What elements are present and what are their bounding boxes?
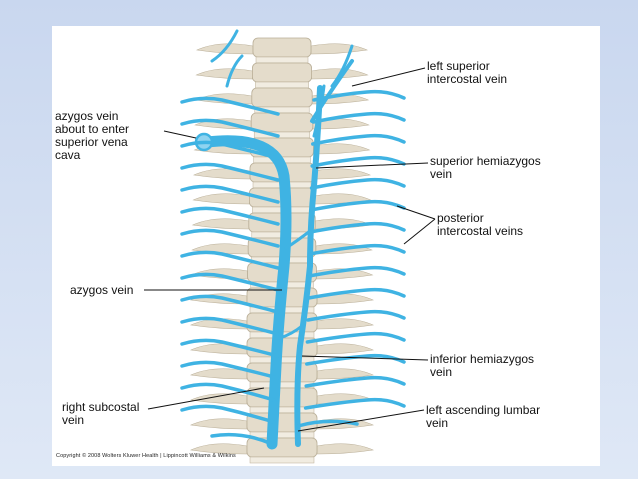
posterior-intercostal-vein-left bbox=[304, 375, 406, 388]
leader-posterior-intercostal-1 bbox=[396, 205, 436, 220]
label-left-ascending-lumbar-vein: left ascending lumbar vein bbox=[426, 403, 541, 430]
vertebra-body bbox=[251, 87, 313, 108]
posterior-intercostal-vein-right bbox=[180, 228, 280, 248]
posterior-intercostal-vein-right bbox=[180, 294, 280, 314]
transverse-process-left bbox=[189, 418, 248, 430]
label-right-subcostal-vein: right subcostal vein bbox=[62, 400, 140, 427]
label-superior-hemiazygos-vein: superior hemiazygos vein bbox=[430, 154, 541, 181]
hemiazygos-azygos-connection bbox=[284, 229, 312, 250]
leader-left-ascending-lumbar bbox=[297, 409, 425, 432]
upper-left-tributary-2 bbox=[225, 54, 244, 88]
hemiazygos-upper-tributary bbox=[312, 84, 326, 138]
vertebral-column bbox=[189, 37, 375, 464]
posterior-intercostal-vein-left bbox=[312, 89, 406, 102]
label-leader-lines bbox=[144, 67, 436, 432]
posterior-intercostal-vein-right bbox=[180, 404, 276, 424]
transverse-process-right bbox=[313, 143, 371, 155]
label-azygos-enter-svc: azygos vein about to enter superior vena… bbox=[55, 109, 130, 162]
leader-azygos-enter-svc bbox=[163, 130, 197, 139]
leader-right-subcostal bbox=[147, 387, 265, 410]
posterior-intercostal-vein-left bbox=[303, 397, 406, 410]
vertebra-body bbox=[246, 387, 318, 408]
transverse-process-right bbox=[310, 43, 369, 55]
transverse-process-right bbox=[313, 168, 372, 180]
transverse-process-right bbox=[316, 343, 375, 355]
vertebra-body bbox=[251, 62, 312, 83]
left-superior-intercostal-vein bbox=[310, 59, 354, 123]
label-inferior-hemiazygos-vein: inferior hemiazygos vein bbox=[430, 352, 535, 379]
posterior-intercostal-vein-left bbox=[310, 155, 406, 168]
slide-panel: azygos vein about to enter superior vena… bbox=[52, 26, 600, 466]
posterior-intercostal-vein-left bbox=[311, 111, 406, 124]
posterior-intercostal-vein-right bbox=[180, 360, 280, 380]
intervertebral-disc bbox=[255, 81, 309, 89]
leader-posterior-intercostal-2 bbox=[403, 218, 436, 245]
intervertebral-disc bbox=[249, 356, 315, 364]
upper-left-tributary bbox=[210, 29, 239, 63]
transverse-process-right bbox=[316, 318, 375, 330]
azygos-vein-trunk bbox=[201, 135, 292, 450]
transverse-process-left bbox=[195, 68, 253, 80]
transverse-process-left bbox=[189, 443, 248, 455]
transverse-process-left bbox=[189, 393, 248, 405]
posterior-intercostal-vein-left bbox=[311, 133, 406, 146]
left-ascending-lumbar-tributary bbox=[296, 419, 359, 428]
leader-superior-hemiazygos bbox=[315, 162, 429, 169]
vertebra-body bbox=[252, 37, 312, 58]
leader-left-superior-intercostal bbox=[351, 67, 426, 87]
label-posterior-intercostal-veins: posterior intercostal veins bbox=[437, 211, 524, 238]
transverse-process-left bbox=[192, 193, 250, 205]
posterior-intercostal-vein-right bbox=[180, 206, 280, 226]
posterior-intercostal-vein-left bbox=[306, 309, 406, 322]
posterior-intercostal-vein-right bbox=[180, 272, 280, 292]
transverse-process-right bbox=[316, 368, 375, 380]
transverse-process-left bbox=[191, 218, 250, 230]
intervertebral-disc bbox=[249, 456, 315, 464]
posterior-intercostal-vein-right bbox=[180, 96, 280, 116]
posterior-intercostal-vein-right bbox=[180, 338, 280, 358]
posterior-intercostal-vein-left bbox=[309, 177, 406, 190]
left-superior-intercostal-tributary bbox=[330, 44, 354, 88]
intervertebral-disc bbox=[249, 381, 315, 389]
posterior-intercostal-vein-left bbox=[308, 243, 406, 256]
vein-network bbox=[180, 29, 406, 450]
posterior-intercostal-vein-right bbox=[180, 140, 280, 160]
posterior-intercostal-vein-right bbox=[180, 118, 280, 138]
posterior-intercostal-vein-left bbox=[305, 331, 406, 344]
posterior-intercostal-vein-left bbox=[309, 199, 406, 212]
posterior-intercostal-vein-right bbox=[180, 316, 280, 336]
copyright-text: Copyright © 2008 Wolters Kluwer Health |… bbox=[56, 453, 236, 459]
posterior-intercostal-vein-right bbox=[180, 162, 280, 182]
transverse-process-right bbox=[316, 443, 375, 455]
intervertebral-disc bbox=[255, 56, 309, 64]
vertebra-body bbox=[250, 112, 314, 133]
right-subcostal-vein bbox=[210, 432, 274, 446]
posterior-intercostal-vein-left bbox=[308, 221, 406, 234]
label-azygos-vein: azygos vein bbox=[70, 283, 134, 297]
spine-vein-diagram bbox=[144, 29, 436, 464]
vertebra-body bbox=[246, 437, 318, 458]
intervertebral-disc bbox=[249, 431, 315, 439]
leader-inferior-hemiazygos bbox=[301, 355, 429, 361]
posterior-intercostal-vein-left bbox=[306, 287, 406, 300]
inferior-hemiazygos-vein bbox=[294, 263, 313, 447]
posterior-intercostal-vein-left bbox=[307, 265, 406, 278]
posterior-intercostal-vein-right bbox=[180, 250, 280, 270]
transverse-process-left bbox=[189, 368, 248, 380]
hemiazygos-azygos-connection-2 bbox=[278, 324, 304, 340]
label-left-superior-intercostal-vein: left superior intercostal vein bbox=[427, 59, 508, 86]
posterior-intercostal-vein-right bbox=[180, 382, 276, 402]
posterior-intercostal-vein-left bbox=[305, 353, 406, 366]
posterior-intercostal-vein-right bbox=[180, 184, 280, 204]
